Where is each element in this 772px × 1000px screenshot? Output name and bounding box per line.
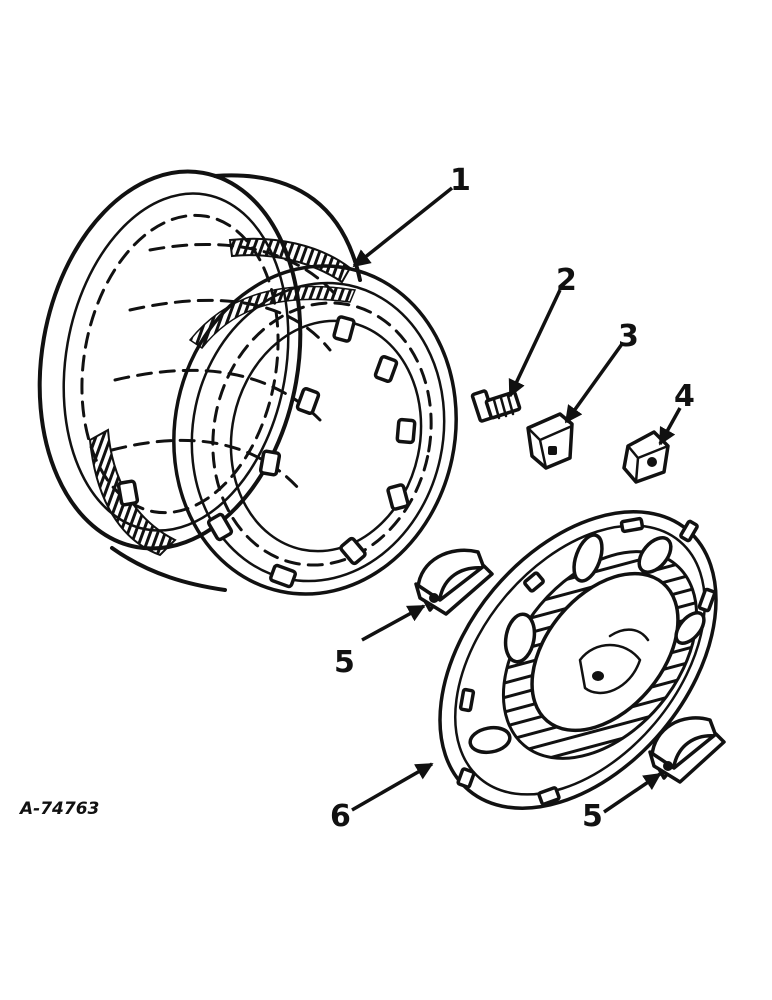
weight-clamp-left [414, 548, 494, 616]
wheel-weight-disc [438, 510, 718, 810]
leader-3 [564, 342, 624, 424]
wheel-rim [37, 169, 458, 596]
callout-5-right: 5 [582, 799, 603, 834]
leader-6 [351, 762, 434, 812]
callout-2: 2 [556, 263, 577, 298]
figure-id: A-74763 [18, 799, 99, 819]
leader-lines [351, 186, 682, 814]
callout-4: 4 [674, 379, 695, 414]
callout-3: 3 [618, 319, 639, 354]
rim-teeth-band [88, 428, 177, 557]
leader-5a [361, 604, 426, 642]
rim-teeth-band-top [228, 237, 352, 284]
callout-5-left: 5 [334, 645, 355, 680]
clamp-bracket [526, 412, 574, 470]
leader-2 [508, 289, 562, 398]
callout-6: 6 [330, 799, 351, 834]
rim-slots [116, 315, 417, 589]
callout-1: 1 [450, 163, 471, 198]
leader-1 [352, 186, 454, 268]
leader-4 [658, 407, 682, 446]
bolt [470, 389, 522, 423]
callout-labels: 1 2 3 4 5 5 6 [330, 163, 695, 834]
clip [622, 430, 670, 484]
rim-front-teeth [188, 285, 357, 350]
leader-5b [603, 772, 662, 814]
weight-clamp-right [648, 716, 726, 784]
